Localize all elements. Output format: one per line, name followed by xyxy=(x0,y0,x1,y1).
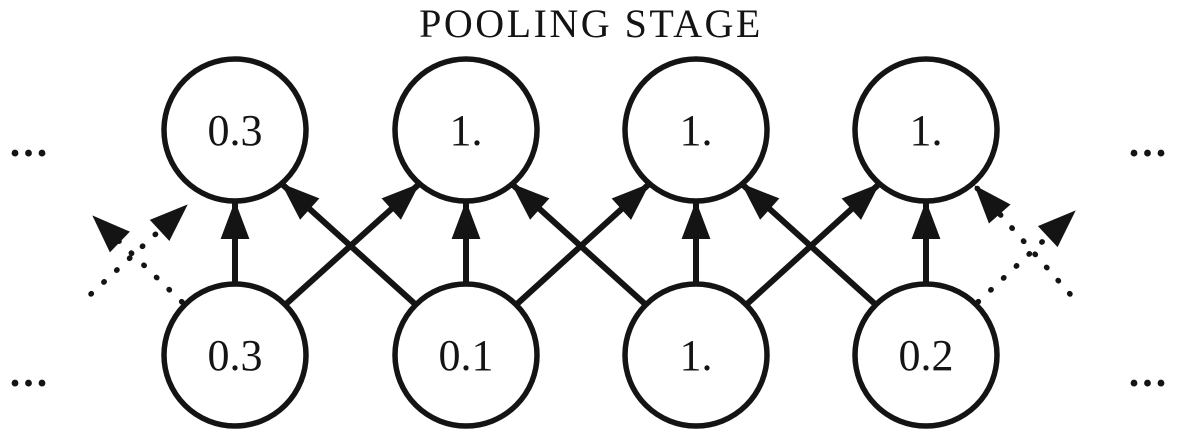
bottom-node-4 xyxy=(852,281,1000,429)
edge-bottom2-to-top1 xyxy=(280,182,418,307)
dotted-edge-offscreen-bottom-left-to-top1 xyxy=(88,203,189,297)
top-node-3-value: 1. xyxy=(680,106,713,155)
top-node-4 xyxy=(852,56,1000,204)
bottom-node-2 xyxy=(392,281,540,429)
continuation-ellipsis-top-left: ... xyxy=(10,120,51,166)
edge-bottom4-to-top3 xyxy=(740,182,878,307)
bottom-node-3 xyxy=(622,281,770,429)
edge-bottom3-to-top2 xyxy=(510,182,648,307)
bottom-node-2-value: 0.1 xyxy=(439,331,494,380)
top-node-2-value: 1. xyxy=(450,106,483,155)
dotted-edge-bottom1-to-offscreen-top-left xyxy=(91,214,185,305)
top-node-1-value: 0.3 xyxy=(208,106,263,155)
top-node-2 xyxy=(392,56,540,204)
diagram-title: POOLING STAGE xyxy=(419,1,763,46)
dotted-edge-offscreen-bottom-right-to-top4 xyxy=(973,184,1073,297)
top-node-4-value: 1. xyxy=(910,106,943,155)
bottom-node-3-value: 1. xyxy=(680,331,713,380)
pooling-edges xyxy=(220,182,941,307)
dotted-edge-bottom4-to-offscreen-top-right xyxy=(975,209,1077,305)
top-node-1 xyxy=(161,56,309,204)
boundary-edges xyxy=(88,184,1077,305)
continuation-ellipsis-top-right: ... xyxy=(1129,120,1170,166)
top-row: 0.3 1. 1. 1. xyxy=(161,56,1000,204)
bottom-node-1-value: 0.3 xyxy=(208,331,263,380)
continuation-ellipsis-bottom-right: ... xyxy=(1129,350,1170,396)
bottom-row: 0.3 0.1 1. 0.2 xyxy=(161,281,1000,429)
bottom-node-1 xyxy=(161,281,309,429)
continuation-ellipsis-bottom-left: ... xyxy=(10,350,51,396)
top-node-3 xyxy=(622,56,770,204)
bottom-node-4-value: 0.2 xyxy=(899,331,954,380)
